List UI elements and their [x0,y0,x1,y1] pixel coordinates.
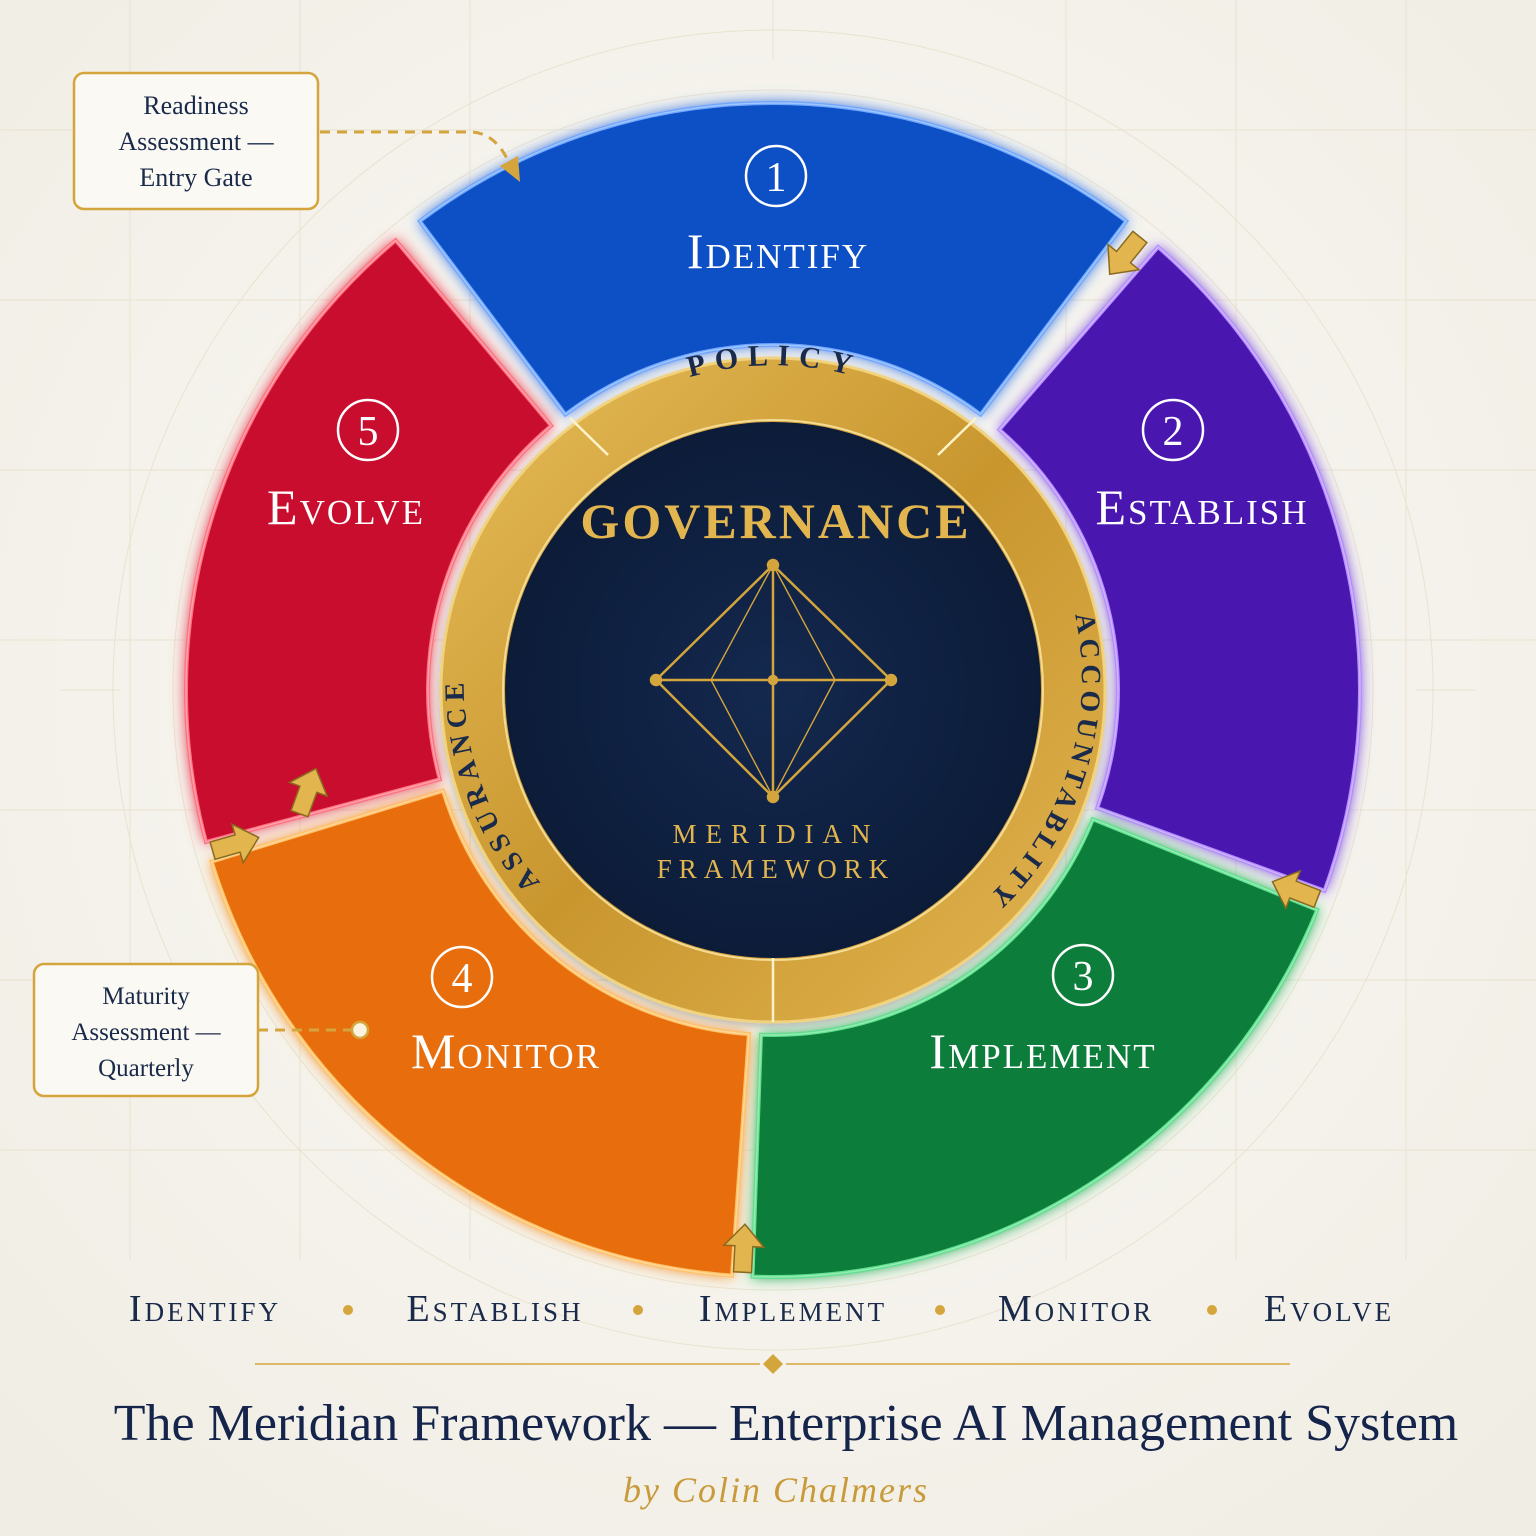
maturity-callout-line2: Assessment — [71,1019,221,1046]
sequence-item-implement: Implement [699,1288,887,1330]
segment-establish-label: Establish [1096,479,1309,535]
flow-arrow-4 [209,822,260,865]
sequence-separator-dot [1207,1305,1217,1315]
segment-evolve-outline [185,239,553,843]
sequence-item-evolve: Evolve [1264,1288,1394,1330]
segment-identify-number-badge [744,144,808,208]
segment-monitor-number: 4 [452,956,473,1002]
maturity-connector-dot [350,1020,370,1040]
readiness-arrowhead [500,156,520,182]
segment-identify-outline [418,102,1128,416]
sequence-separator-dot [935,1305,945,1315]
flow-arrow-3 [722,1223,766,1274]
segment-establish[interactable] [996,244,1362,894]
flow-arrow-5 [287,767,329,818]
segment-monitor-label: Monitor [411,1023,601,1079]
cycle-ring [184,100,1362,1279]
readiness-connector [320,130,512,166]
segment-implement-number: 3 [1073,954,1094,1000]
governance-title: GOVERNANCE [580,493,971,549]
segment-monitor-outline [210,789,750,1277]
segment-establish-outline [998,245,1361,892]
author-byline: by Colin Chalmers [623,1470,929,1510]
sequence-item-monitor: Monitor [998,1288,1154,1330]
sequence-item-establish: Establish [406,1288,583,1330]
maturity-callout-line1: Maturity [102,983,190,1010]
flow-arrow-1 [1107,230,1148,276]
title-divider [255,1354,1290,1374]
maturity-callout-line3: Quarterly [98,1055,194,1082]
phase-sequence: Identify Establish Implement Monitor Evolve [129,1288,1394,1330]
segment-monitor-number-badge [430,945,494,1009]
sequence-separator-dot [633,1305,643,1315]
gold-ring-dividers [569,417,977,1022]
sequence-item-identify: Identify [129,1288,281,1330]
segment-identify-number: 1 [766,155,787,201]
segment-implement-label: Implement [929,1023,1156,1079]
readiness-callout-line2: Assessment — [118,127,274,156]
segment-establish-number: 2 [1163,409,1184,455]
sequence-separator-dot [343,1305,353,1315]
maturity-callout: Maturity Assessment — Quarterly [32,962,370,1098]
segment-implement[interactable] [750,816,1320,1279]
flow-arrows [209,230,1322,1274]
segment-identify-label: Identify [687,223,869,279]
segment-implement-outline [751,818,1319,1278]
readiness-callout-line1: Readiness [143,91,248,120]
flow-arrow-2 [1271,869,1322,911]
readiness-callout-line3: Entry Gate [139,163,252,192]
segment-evolve[interactable] [184,237,555,845]
readiness-callout: Readiness Assessment — Entry Gate [72,71,520,211]
segment-monitor[interactable] [209,788,752,1278]
segment-evolve-label: Evolve [267,479,425,535]
governance-core: GOVERNANCE MERIDIAN FRAMEWORK [505,422,1041,958]
center-subtitle-line1: MERIDIAN [673,819,880,849]
segment-identify[interactable] [416,100,1130,418]
segment-establish-number-badge [1141,398,1205,462]
meridian-diamond-icon [649,558,898,804]
segment-implement-number-badge [1051,943,1115,1007]
segment-evolve-number-badge [336,398,400,462]
center-subtitle-line2: FRAMEWORK [657,854,896,884]
main-title: The Meridian Framework — Enterprise AI M… [114,1395,1458,1452]
segment-evolve-number: 5 [358,409,379,455]
